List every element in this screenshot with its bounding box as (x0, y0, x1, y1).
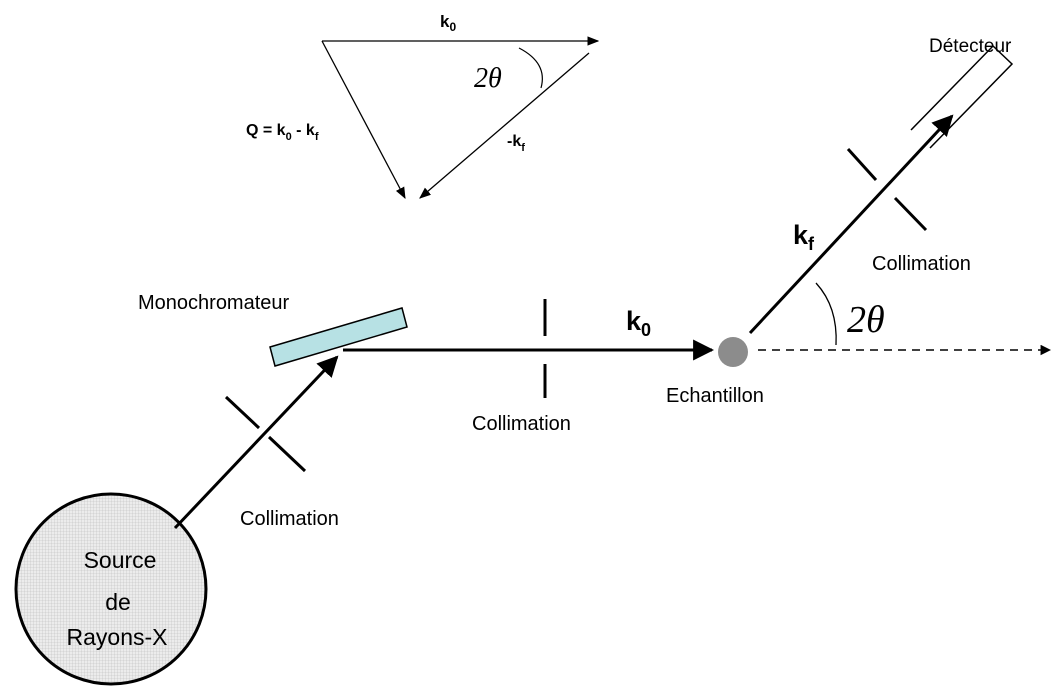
triangle-minus-kf-vector (419, 52, 590, 199)
triangle-k0-label: k0 (440, 12, 456, 34)
triangle-minus-kf-label: -kf (507, 133, 525, 154)
beam-source-to-monochromator (173, 355, 339, 530)
collimation-slit-detector (846, 147, 928, 232)
scattered-beam-kf (748, 114, 954, 335)
two-theta-arc (815, 282, 837, 346)
k0-beam-label: k0 (626, 306, 651, 340)
source-label-line1: Source (84, 547, 157, 573)
sample-dot (718, 337, 748, 367)
kf-beam-label: kf (793, 220, 815, 254)
triangle-q-vector (321, 40, 406, 200)
monochromator (269, 307, 408, 367)
monochromator-crystal (269, 307, 408, 367)
triangle-angle-arc (518, 47, 543, 89)
triangle-q-equation: Q = k0 - kf (246, 122, 319, 143)
xray-source: Source de Rayons-X (14, 492, 208, 686)
sample-label: Echantillon (666, 385, 764, 407)
vector-triangle: k0 2θ -kf Q = k0 - kf (246, 12, 600, 200)
detector (910, 44, 1014, 149)
two-theta-label: 2θ (847, 299, 885, 341)
collimation-source-label: Collimation (240, 508, 339, 530)
triangle-two-theta-label: 2θ (474, 63, 502, 94)
detector-tube (910, 44, 1014, 149)
source-label-line3: Rayons-X (67, 624, 168, 650)
source-label-line2: de (105, 589, 131, 615)
collimation-slit-source (224, 395, 307, 473)
collimation-beam-label: Collimation (472, 413, 571, 435)
collimation-detector-label: Collimation (872, 253, 971, 275)
monochromator-label: Monochromateur (138, 292, 290, 314)
source-circle (14, 492, 208, 686)
detector-label: Détecteur (929, 36, 1012, 57)
